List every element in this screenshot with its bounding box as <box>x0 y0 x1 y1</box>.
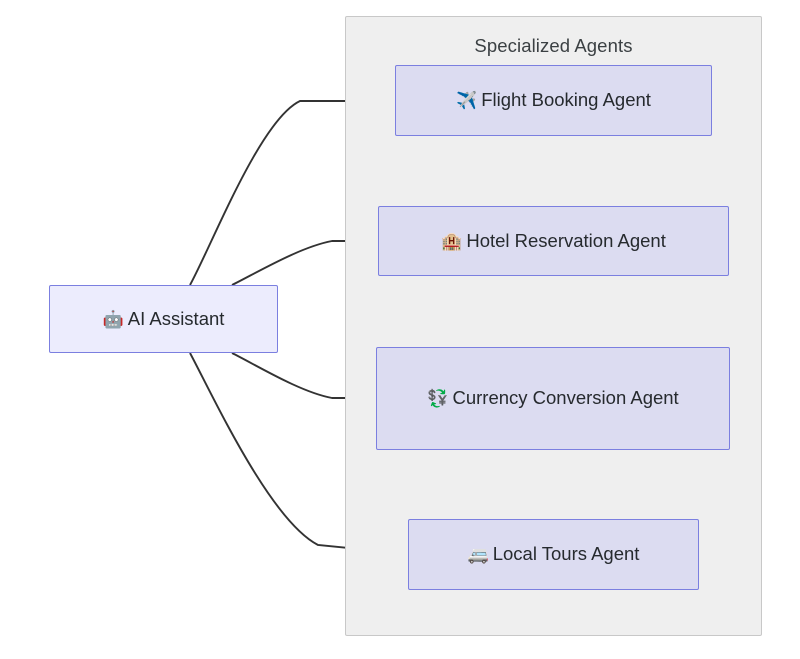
node-local-tours-agent-label: Local Tours Agent <box>492 543 640 565</box>
node-local-tours-agent-content: 🚐Local Tours Agent <box>468 541 640 567</box>
node-flight-booking-agent-content: ✈️Flight Booking Agent <box>456 87 651 113</box>
node-flight-booking-agent-label: Flight Booking Agent <box>481 89 651 111</box>
node-currency-conversion-agent-content: 💱Currency Conversion Agent <box>427 385 678 411</box>
hotel-icon: 🏨 <box>441 231 463 251</box>
node-ai-assistant[interactable]: 🤖AI Assistant <box>49 285 278 353</box>
node-hotel-reservation-agent-content: 🏨Hotel Reservation Agent <box>441 228 666 254</box>
edge-root-to-currency <box>231 352 368 402</box>
node-local-tours-agent[interactable]: 🚐Local Tours Agent <box>408 519 699 590</box>
minibus-icon: 🚐 <box>467 545 489 565</box>
node-hotel-reservation-agent[interactable]: 🏨Hotel Reservation Agent <box>378 206 729 276</box>
node-ai-assistant-label: AI Assistant <box>127 307 225 329</box>
node-hotel-reservation-agent-label: Hotel Reservation Agent <box>466 229 666 251</box>
currency-exchange-icon: 💱 <box>427 389 449 409</box>
node-currency-conversion-agent-label: Currency Conversion Agent <box>452 387 679 409</box>
edge-root-to-tours <box>189 352 400 556</box>
robot-icon: 🤖 <box>102 309 124 329</box>
node-ai-assistant-content: 🤖AI Assistant <box>103 306 225 332</box>
edge-root-to-flight <box>189 97 387 286</box>
edge-root-to-hotel <box>231 237 370 286</box>
node-flight-booking-agent[interactable]: ✈️Flight Booking Agent <box>395 65 712 136</box>
node-currency-conversion-agent[interactable]: 💱Currency Conversion Agent <box>376 347 730 450</box>
airplane-icon: ✈️ <box>456 91 478 111</box>
cluster-title: Specialized Agents <box>474 35 633 56</box>
